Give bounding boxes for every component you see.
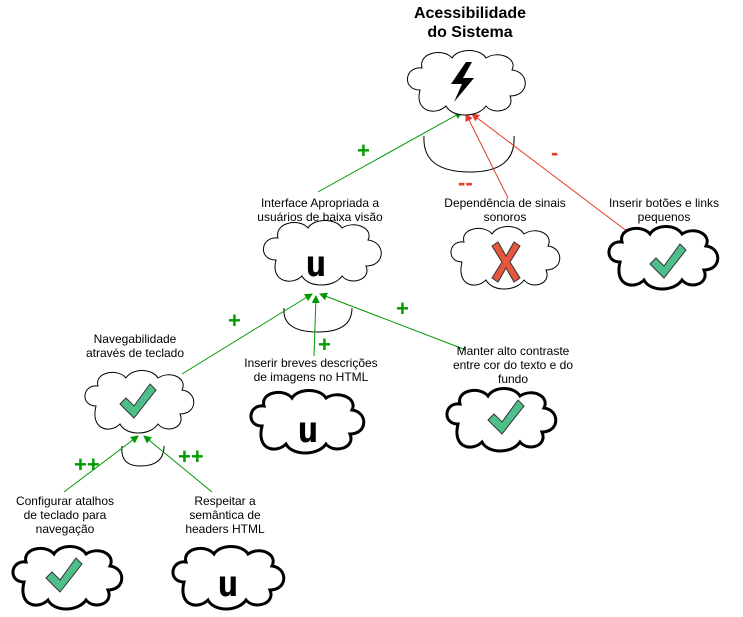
cloud-shape <box>263 220 382 286</box>
softgoal-root[interactable] <box>407 50 526 116</box>
contribution-descricoes-to-interface: + <box>318 332 331 357</box>
check-icon <box>119 383 157 419</box>
softgoal-contraste[interactable] <box>445 387 558 453</box>
contraste-label: Manter alto contraste entre cor do texto… <box>452 344 574 386</box>
link-navegabilidade-to-interface <box>181 293 313 375</box>
and-decomposition-arc-root <box>423 135 515 173</box>
undecided-icon: u <box>297 410 319 451</box>
link-descricoes-to-interface <box>311 295 320 357</box>
softgoal-interface[interactable]: u <box>263 220 382 286</box>
contribution-interface-to-root: + <box>357 138 370 163</box>
headers-label: Respeitar a semântica de headers HTML <box>185 494 265 536</box>
atalhos-label: Configurar atalhos de teclado para naveg… <box>15 494 115 536</box>
link-interface-to-root <box>317 111 463 193</box>
undecided-icon: u <box>217 564 239 605</box>
and-decomposition-arc-interface <box>283 307 353 333</box>
root-label: Acessibilidade do Sistema <box>413 5 527 41</box>
link-dependencia-to-root <box>465 113 509 199</box>
link-botoes-to-root <box>471 113 629 233</box>
cloud-shape <box>607 225 720 291</box>
check-icon <box>45 557 83 593</box>
and-decomposition-arc-navegabilidade <box>121 445 165 467</box>
cross-icon <box>491 241 521 283</box>
softgoal-botoes[interactable] <box>607 225 720 291</box>
cloud-shape <box>249 389 366 455</box>
link-atalhos-to-navegabilidade <box>63 435 139 493</box>
softgoal-navegabilidade[interactable] <box>84 370 195 434</box>
check-icon <box>487 399 525 435</box>
descricoes-label: Inserir breves descrições de imagens no … <box>244 356 378 384</box>
lightning-icon <box>451 62 474 102</box>
botoes-label: Inserir botões e links pequenos <box>608 196 720 224</box>
navegabilidade-label: Navegabilidade através de teclado <box>85 332 185 360</box>
contribution-dependencia-to-root: -- <box>458 170 473 195</box>
interface-label: Interface Apropriada a usuários de baixa… <box>257 196 383 224</box>
contribution-contraste-to-interface: + <box>396 296 409 321</box>
contribution-navegabilidade-to-interface: + <box>228 308 241 333</box>
softgoal-descricoes[interactable]: u <box>249 389 366 455</box>
contribution-headers-to-navegabilidade: ++ <box>178 444 204 469</box>
dependencia-label: Dependência de sinais sonoros <box>444 196 566 224</box>
check-icon <box>649 243 687 279</box>
cloud-shape <box>445 387 558 453</box>
softgoal-atalhos[interactable] <box>11 545 124 611</box>
link-contraste-to-interface <box>319 292 467 351</box>
link-headers-to-navegabilidade <box>143 435 213 493</box>
softgoal-dependencia[interactable] <box>450 226 561 290</box>
contribution-atalhos-to-navegabilidade: ++ <box>74 452 100 477</box>
undecided-icon: u <box>305 244 327 285</box>
contribution-botoes-to-root: - <box>551 140 559 165</box>
softgoal-headers[interactable]: u <box>171 545 286 611</box>
cloud-shape <box>171 545 286 611</box>
